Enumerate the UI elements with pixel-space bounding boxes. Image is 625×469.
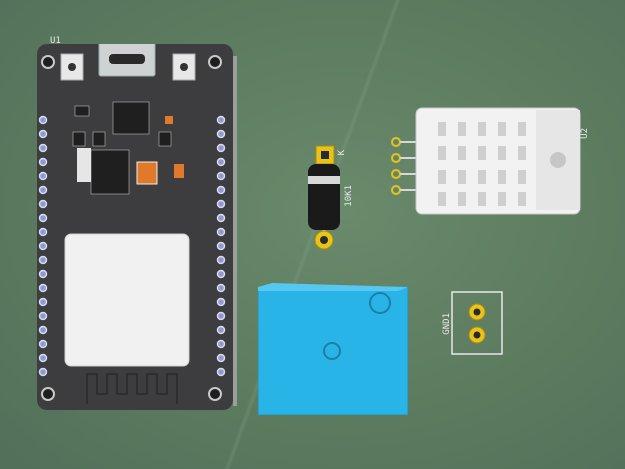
dht-mount-hole (550, 152, 566, 168)
diode-pad-hole (321, 151, 329, 159)
diode-10k1[interactable] (300, 140, 360, 255)
gnd-connector[interactable] (440, 290, 510, 360)
relay-hole-top (369, 292, 391, 314)
diode-cathode-band (308, 176, 340, 184)
gnd-ref-label: GND1 (442, 313, 452, 335)
esp32-module[interactable] (37, 44, 237, 410)
led (165, 116, 173, 124)
pin-header-left (38, 115, 48, 377)
diode-ref-label: 10K1 (344, 185, 354, 207)
reset-button[interactable] (172, 53, 196, 81)
esp32-wroom-shield (64, 233, 190, 367)
dht-pin-legs (400, 141, 418, 191)
mounting-holes (41, 55, 222, 401)
pcb-edge (233, 56, 237, 406)
dht-sensor[interactable] (386, 100, 596, 220)
pin-header-right (216, 115, 226, 377)
usb-connector (98, 44, 156, 77)
diode-pad-round-hole (320, 236, 328, 244)
u2-ref-label: U2 (580, 128, 590, 139)
relay-hole-center (323, 342, 341, 360)
u1-ref-label: U1 (50, 36, 61, 46)
relay-body (258, 286, 408, 415)
diode-body (308, 164, 340, 230)
capacitor-small (174, 164, 184, 178)
gnd-pad-1-hole (473, 308, 481, 316)
antenna-trace (86, 373, 178, 404)
dht-grille (438, 122, 526, 206)
relay-module[interactable] (258, 283, 408, 415)
smd-components (72, 101, 172, 195)
relay-top-edge (258, 283, 408, 291)
boot-button[interactable] (60, 53, 84, 81)
ldo-tab (77, 148, 91, 182)
capacitor-orange (136, 161, 158, 185)
dht-pins (391, 137, 401, 195)
diode-pin-label: K (337, 150, 347, 156)
gnd-outline (451, 291, 503, 355)
gnd-pad-2-hole (473, 331, 481, 339)
